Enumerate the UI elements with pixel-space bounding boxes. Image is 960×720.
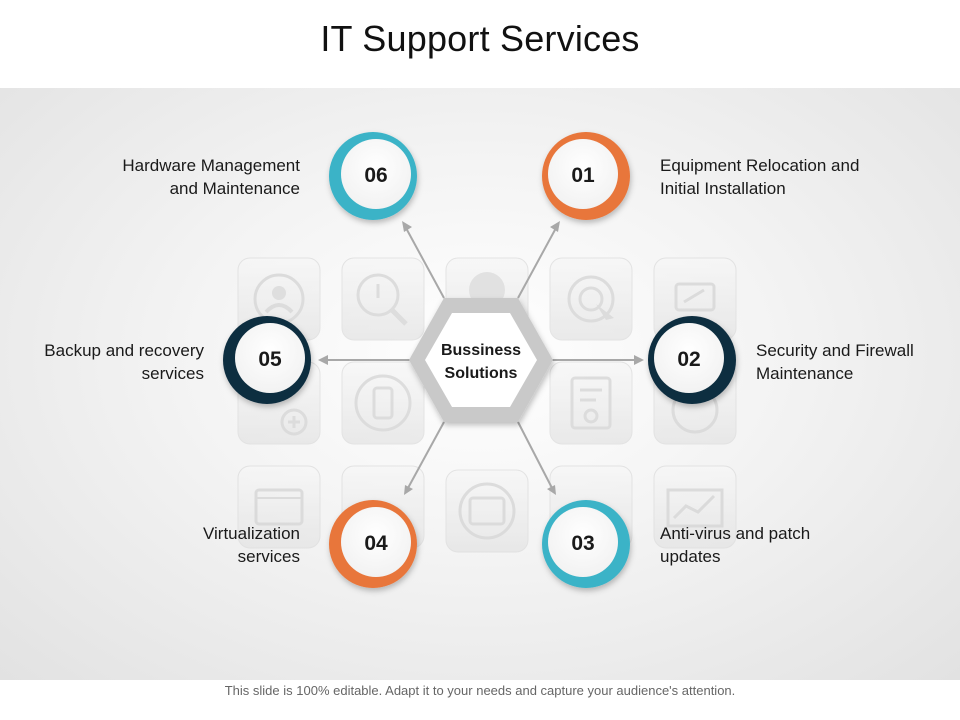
service-label-line: services [237, 547, 300, 566]
node-number: 04 [364, 532, 388, 555]
background-tile [549, 257, 633, 341]
service-label-02: Security and Firewall Maintenance [756, 339, 946, 385]
arrow-to-02 [552, 355, 644, 365]
background-tile [549, 361, 633, 445]
service-node-02: 02 [648, 316, 736, 404]
service-label-06: Hardware Management and Maintenance [70, 154, 300, 200]
service-label-line: Security and Firewall [756, 341, 914, 360]
node-number: 01 [571, 164, 595, 187]
arrow-to-06 [402, 221, 445, 299]
service-label-line: Initial Installation [660, 179, 786, 198]
service-label-line: and Maintenance [169, 179, 300, 198]
service-node-04: 04 [329, 500, 417, 588]
service-label-03: Anti-virus and patch updates [660, 522, 880, 568]
node-number: 02 [677, 348, 700, 371]
service-node-05: 05 [223, 316, 311, 404]
node-number: 05 [258, 348, 282, 371]
slide-title: IT Support Services [320, 18, 640, 59]
center-label-line2: Solutions [445, 365, 518, 382]
service-label-line: Backup and recovery [44, 341, 204, 360]
background-tile [341, 257, 425, 341]
service-label-line: Anti-virus and patch [660, 524, 811, 543]
center-hexagon [409, 298, 553, 422]
background-tile [445, 469, 529, 553]
background-tile [237, 465, 321, 549]
node-number: 03 [571, 532, 594, 555]
service-label-line: services [141, 364, 204, 383]
service-node-06: 06 [329, 132, 417, 220]
arrow-to-01 [517, 221, 560, 299]
service-label-line: updates [660, 547, 721, 566]
service-node-03: 03 [542, 500, 630, 588]
service-label-line: Maintenance [756, 364, 854, 383]
arrow-to-03 [517, 421, 556, 495]
service-label-line: Equipment Relocation and [660, 156, 860, 175]
arrow-to-05 [318, 355, 410, 365]
connector-arrows [318, 221, 644, 495]
service-label-line: Virtualization [202, 524, 300, 543]
service-label-04: Virtualization services [100, 522, 300, 568]
service-node-01: 01 [542, 132, 630, 220]
service-label-05: Backup and recovery services [10, 339, 204, 385]
node-number: 06 [364, 164, 387, 187]
service-label-line: Hardware Management [122, 156, 300, 175]
background-tile [653, 465, 737, 549]
service-label-01: Equipment Relocation and Initial Install… [660, 154, 900, 200]
background-tile [341, 361, 425, 445]
slide-footer: This slide is 100% editable. Adapt it to… [224, 683, 736, 698]
center-label-line1: Bussiness [441, 342, 521, 359]
arrow-to-04 [404, 421, 445, 495]
